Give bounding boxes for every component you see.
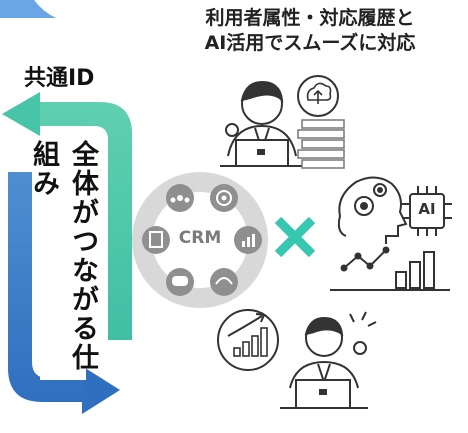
ai-label: AI <box>418 200 436 218</box>
document-icon <box>142 226 170 254</box>
crm-hub <box>132 172 268 308</box>
person-top <box>220 80 306 167</box>
support-24h-icon <box>210 268 238 296</box>
documents-stack-icon <box>297 119 345 169</box>
caption-line-2: AI活用でスムーズに対応 <box>204 32 416 54</box>
growth-chart-icon <box>217 309 279 371</box>
caption-line-1: 利用者属性・対応履歴と <box>205 7 415 29</box>
crm-label: CRM <box>178 228 222 248</box>
ai-chip-icon <box>402 186 452 236</box>
corner-arc <box>0 0 56 18</box>
arrow-bottom <box>8 172 120 414</box>
cloud-upload-icon <box>297 75 339 117</box>
cross-mark <box>274 216 316 258</box>
person-bottom <box>280 311 377 409</box>
caption: 利用者属性・対応履歴と AI活用でスムーズに対応 <box>160 6 460 56</box>
arrow-top <box>2 92 132 340</box>
trend-chart-icon <box>330 246 450 291</box>
vertical-label-box: 全体がつながる仕組み <box>28 140 98 380</box>
vertical-label: 全体がつながる仕組み <box>28 140 98 372</box>
gears-icon <box>337 176 408 244</box>
shared-id-label: 共通ID <box>24 66 95 91</box>
